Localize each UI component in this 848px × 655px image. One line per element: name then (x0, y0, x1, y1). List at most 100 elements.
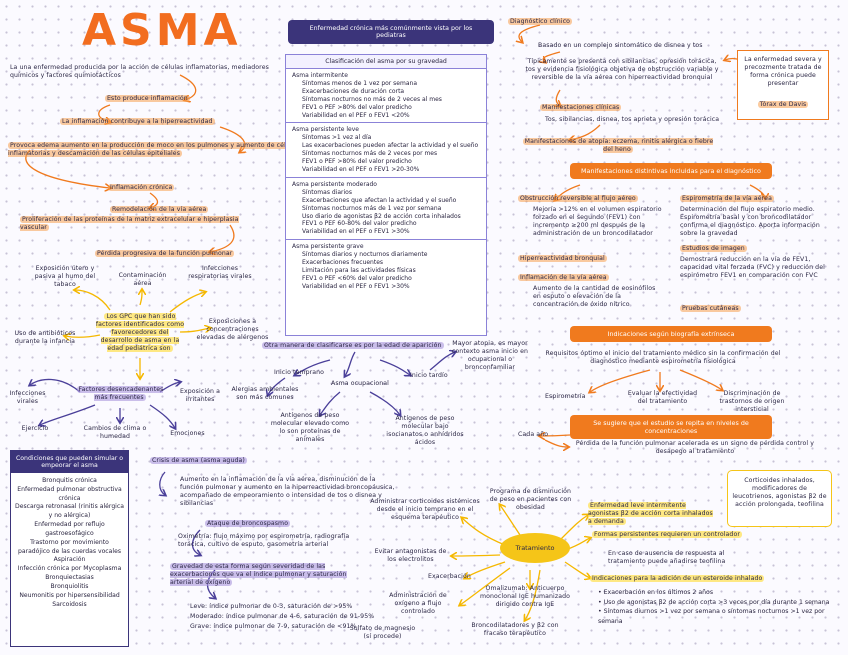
espirometria: Espirometría de la vía aérea (680, 195, 774, 202)
exacerbacion: Exacerbación (428, 573, 471, 580)
condition-item: Sarcoidosis (52, 600, 87, 608)
condition-item: Neumonitis por hipersensibilidad (19, 591, 120, 599)
severity-line: Variabilidad en el PEF o FEV1 >30% (302, 228, 410, 236)
indicaciones-banner: Indicaciones según biografía extrínseca (570, 326, 772, 342)
requisitos: Requisitos óptimo el inicio del tratamie… (545, 350, 781, 366)
condition-item: Aspiración (53, 556, 86, 564)
inflamacion: Inflamación de la vía aérea (518, 274, 609, 281)
ataque: Ataque de broncospasmo (205, 520, 291, 527)
otra-manera: Otra manera de clasificarse es por la ed… (262, 342, 444, 349)
obstruccion: Obstrucción reversible al flujo aéreo (518, 195, 638, 202)
severa-box: La enfermedad severa y precozmente trata… (737, 50, 829, 120)
condition-item: Trastorno por movimiento paradójico de l… (17, 538, 122, 555)
condition-item: Descarga retronasal (rinitis alérgica y … (15, 503, 124, 520)
discrim: Discriminación de trastornos de origen i… (719, 390, 785, 414)
condition-item: Bronquiolitis (50, 582, 89, 590)
severity-line: FEV1 o PEF >80% del valor predicho (302, 103, 412, 111)
indication-item: • Exacerbación en los últimos 2 años (598, 588, 833, 598)
severity-line: Variabilidad en el PEF o FEV1 >30% (302, 282, 410, 290)
tipicamente: Típicamente se presenta con sibilancias,… (525, 58, 719, 82)
ejercicio: Ejercicio (21, 425, 49, 432)
cada-ano: Cada año (518, 431, 549, 438)
severity-line: Uso diario de agonistas β2 de acción cor… (302, 212, 461, 220)
indication-item: • Síntomas diurnos >1 vez por semana o s… (598, 607, 833, 626)
esp-short: Espirometría (545, 393, 586, 400)
exp-utero: Exposición útero y pasiva al humo del ta… (34, 265, 96, 289)
caso: En caso de ausencia de respuesta al trat… (608, 550, 726, 566)
ocupacional: Asma ocupacional (330, 380, 389, 387)
enfermedad-leve: Enfermedad leve intermitente agonistas β… (588, 502, 713, 526)
antibioticos: Uso de antibióticos durante la infancia (14, 330, 76, 346)
perdida-control: Pérdida de la función pulmonar acelerada… (575, 440, 815, 456)
severity-line: Exacerbaciones frecuentes (302, 259, 384, 267)
corticoides-box: Corticoides inhalados, modificadores de … (727, 470, 832, 527)
crisis-1: Aumento en la inflamación de la vía aére… (180, 476, 395, 508)
indication-item: • Uso de agonistas β2 de acción corta >3… (598, 598, 833, 608)
produce-text: Esto produce inflamación (105, 95, 190, 102)
severity-line: Síntomas nocturnos más de 1 vez por sema… (302, 204, 442, 212)
chronic-banner: Enfermedad crónica más comúnmente vista … (288, 20, 494, 44)
inicio-tardio: Inicio tardío (410, 372, 448, 379)
tratamiento-node: Tratamiento (500, 533, 570, 563)
estudios-txt: Demostrará reducción en la vía de FEV1, … (680, 256, 825, 280)
antigenos-alto: Antígenos de peso molecular bajo isocian… (386, 415, 464, 447)
crisis-2: Oximetría: flujo máximo por espirometría… (178, 533, 350, 549)
condition-item: Bronquitis crónica (42, 477, 97, 484)
provoca-text: Provoca edema aumento en la producción d… (8, 142, 299, 158)
pruebas: Pruebas cutáneas (680, 305, 741, 312)
crisis-header: Crisis de asma (asma aguda) (150, 457, 247, 464)
indication-text: Uso de agonistas β2 de acción corta >3 v… (603, 598, 830, 606)
desencadenantes: Factores desencadenantes más frecuentes (76, 386, 164, 402)
severity-line: Síntomas nocturnos no más de 2 veces al … (302, 95, 442, 103)
remodel2-text: Proliferación de las proteínas de la mat… (20, 216, 239, 232)
indicaciones-adicion: Indicaciones para la adición de un ester… (590, 575, 765, 582)
estudios: Estudios de imagen (680, 245, 747, 252)
conditions-panel: Condiciones que pueden simular o empeora… (10, 450, 129, 647)
hiperreact: Hiperreactividad bronquial (518, 255, 607, 262)
conditions-header: Condiciones que pueden simular o empeora… (11, 451, 128, 473)
adm-o2: Administración de oxígeno a flujo contro… (389, 592, 447, 616)
manifestaciones: Manifestaciones clínicas (540, 104, 622, 111)
omalizumab: Omalizumab: Anticuerpo monoclonal IgE hu… (479, 585, 570, 609)
contribuye-text: La inflamación contribuye a la hiperreac… (60, 118, 215, 125)
sulfato: Sulfato de magnesio (sí procede) (349, 625, 416, 641)
sev-leve: Leve: índice pulmonar de 0-3, saturación… (190, 603, 353, 610)
inicio-temprano: Inicio temprano (274, 369, 325, 376)
contaminacion: Contaminación aérea (118, 272, 167, 288)
severity-line: Limitación para las actividades físicas (302, 266, 416, 274)
sugiere-banner: Se sugiere que el estudio se repita en n… (570, 415, 772, 439)
severity-line: FEV1 o PEF >80% del valor predicho (302, 158, 412, 166)
formas: Formas persistentes requieren un control… (592, 531, 742, 538)
cronica-text: Inflamación crónica (108, 184, 175, 191)
evitar: Evitar antagonistas de los electrolitos (374, 548, 447, 564)
evaluar: Evaluar la efectividad del tratamiento (627, 390, 698, 406)
severity-heading: Asma persistente grave (292, 243, 364, 251)
factores-center: Los GPC que han sido factores identifica… (95, 313, 185, 353)
condition-item: Enfermedad por reflujo gastroesofágico (34, 521, 105, 537)
antigenos-bajo: Antígenos de peso molecular elevado como… (270, 412, 350, 444)
severity-heading: Asma intermitente (292, 72, 348, 79)
severity-line: Variabilidad en el PEF o FEV1 >20-30% (302, 165, 420, 173)
severity-line: Síntomas menos de 1 vez por semana (302, 79, 418, 87)
sev-moderado: Moderado: índice pulmonar de 4-6, satura… (190, 613, 375, 620)
exp-irritantes: Exposición a irritantes (179, 388, 220, 404)
indicaciones-list: • Exacerbación en los últimos 2 años• Us… (598, 588, 833, 626)
bullet-icon: • (598, 589, 604, 596)
page-title: ASMA (82, 5, 242, 56)
severity-line: Síntomas nocturnos más de 2 veces por me… (302, 150, 438, 158)
diagnostico: Diagnóstico clínico (508, 18, 573, 25)
mayor-atopia: Mayor atopia, es mayor contexto asma ini… (451, 340, 529, 372)
severity-line: Síntomas diarios y nocturnos diariamente (302, 251, 428, 259)
condition-item: Infección crónica por Mycoplasma (17, 565, 122, 573)
alergias: Alergias ambientales son más comunes (231, 386, 299, 402)
classification-title: Clasificación del asma por su gravedad (286, 55, 486, 69)
severity-line: Variabilidad en el PEF o FEV1 <20% (302, 111, 410, 119)
severity-line: FEV1 o PEF 60-80% del valor predicho (302, 220, 417, 228)
infecciones-resp: Infecciones respiratorias virales (188, 265, 252, 281)
